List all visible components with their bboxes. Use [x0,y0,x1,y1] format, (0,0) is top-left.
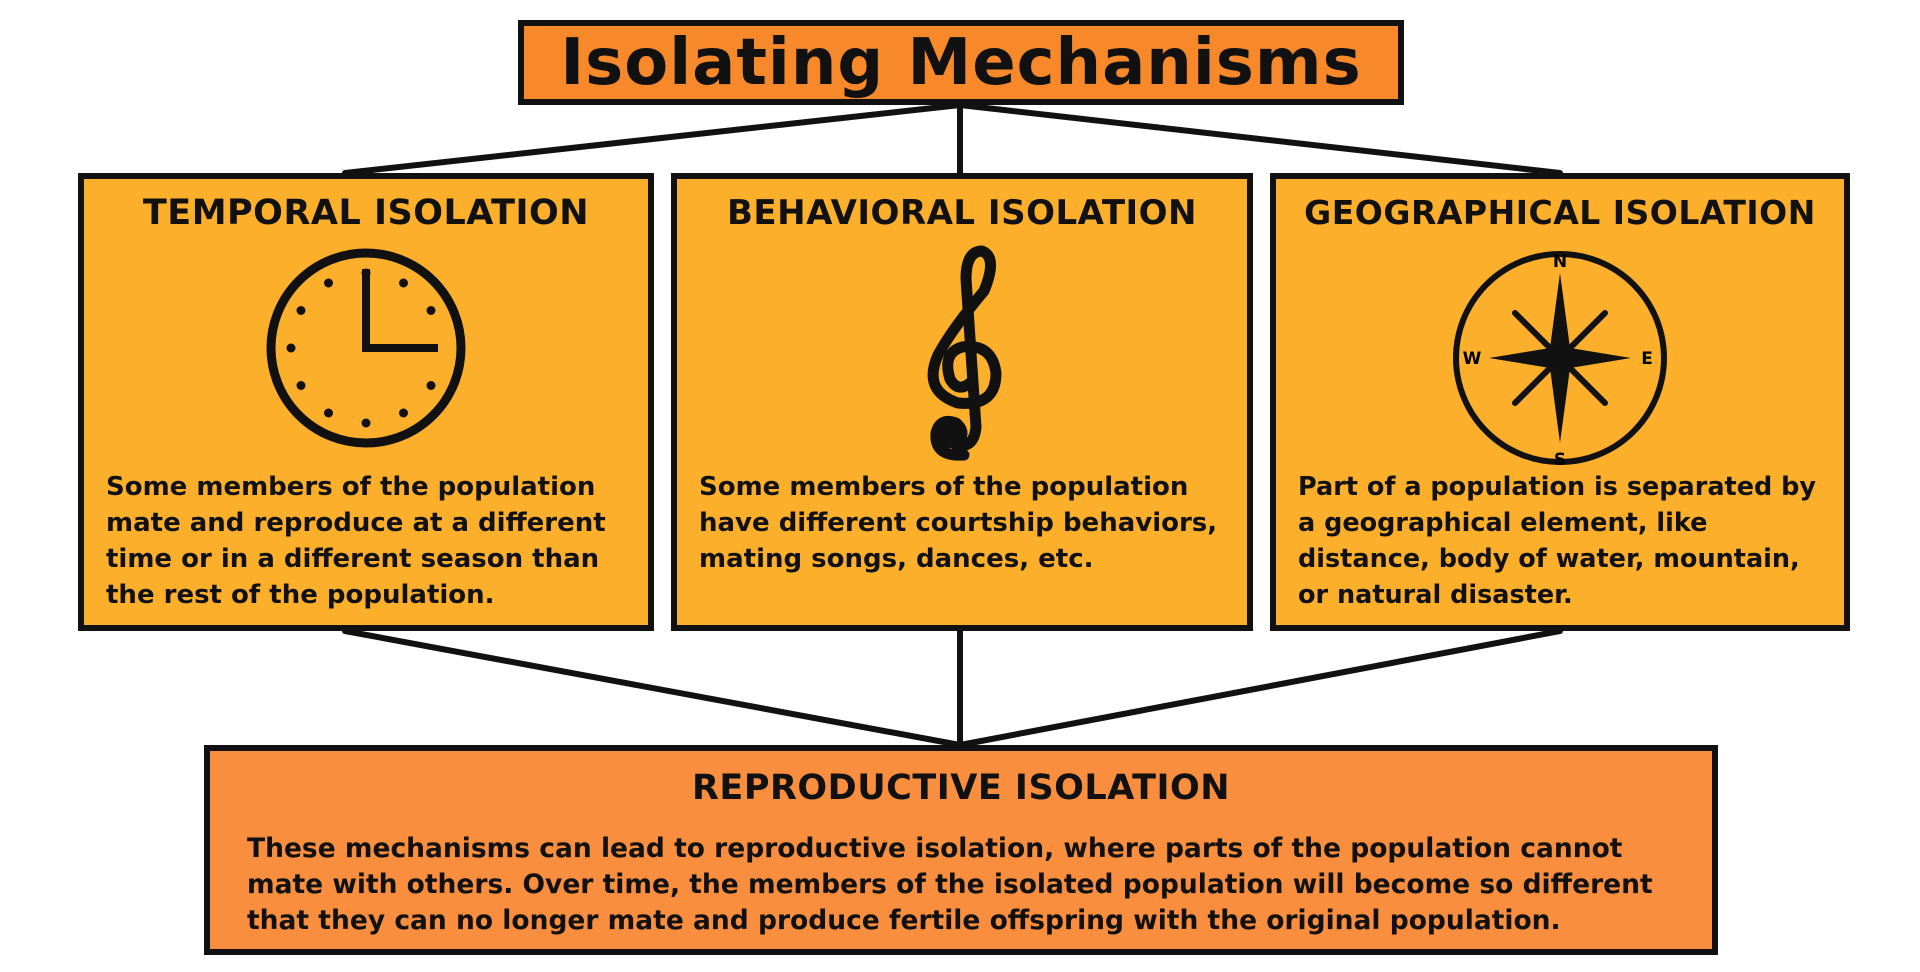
card-heading: TEMPORAL ISOLATION [142,193,590,233]
card-behavioral-isolation: BEHAVIORAL ISOLATION Some members of the… [671,173,1253,631]
treble-clef-icon [912,243,1012,467]
card-temporal-isolation: TEMPORAL ISOLATION Some members of the p… [78,173,654,631]
card-description: Part of a population is separated by a g… [1298,472,1817,610]
compass-south-label: S [1554,450,1566,470]
card-geographical-isolation: GEOGRAPHICAL ISOLATION N S E W Part of a… [1270,173,1850,631]
connector-geographical-to-result [957,628,1563,748]
card-heading: GEOGRAPHICAL ISOLATION [1304,193,1816,232]
compass-icon: N S E W [1445,243,1675,477]
compass-east-label: E [1641,349,1653,369]
clock-icon [261,243,471,457]
compass-north-label: N [1553,252,1567,272]
connector-title-to-geographical [957,102,1563,176]
diagram-title: Isolating Mechanisms [560,25,1362,100]
card-heading: BEHAVIORAL ISOLATION [726,193,1198,233]
compass-west-label: W [1463,349,1482,369]
result-heading: REPRODUCTIVE ISOLATION [691,768,1231,808]
card-description: Some members of the population mate and … [106,472,606,610]
result-box: REPRODUCTIVE ISOLATION These mechanisms … [204,745,1718,955]
result-description: These mechanisms can lead to reproductiv… [247,833,1653,936]
title-box: Isolating Mechanisms [518,20,1404,105]
connector-temporal-to-result [342,628,963,748]
connector-title-to-temporal [342,102,963,176]
card-description: Some members of the population have diff… [699,472,1218,574]
